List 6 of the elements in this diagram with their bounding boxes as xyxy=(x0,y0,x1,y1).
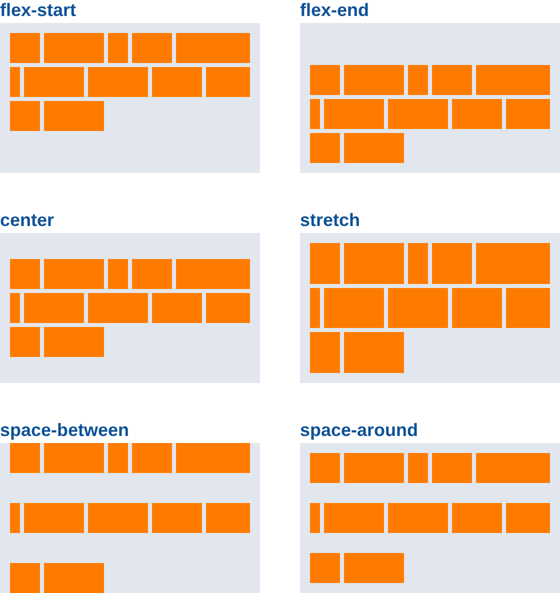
panel-heading: space-around xyxy=(300,420,418,441)
panel-heading: space-between xyxy=(0,420,130,441)
panel-heading: flex-start xyxy=(0,0,76,21)
panel-heading: stretch xyxy=(300,210,360,231)
panel-heading: flex-end xyxy=(300,0,370,21)
panel-heading: center xyxy=(0,210,54,231)
